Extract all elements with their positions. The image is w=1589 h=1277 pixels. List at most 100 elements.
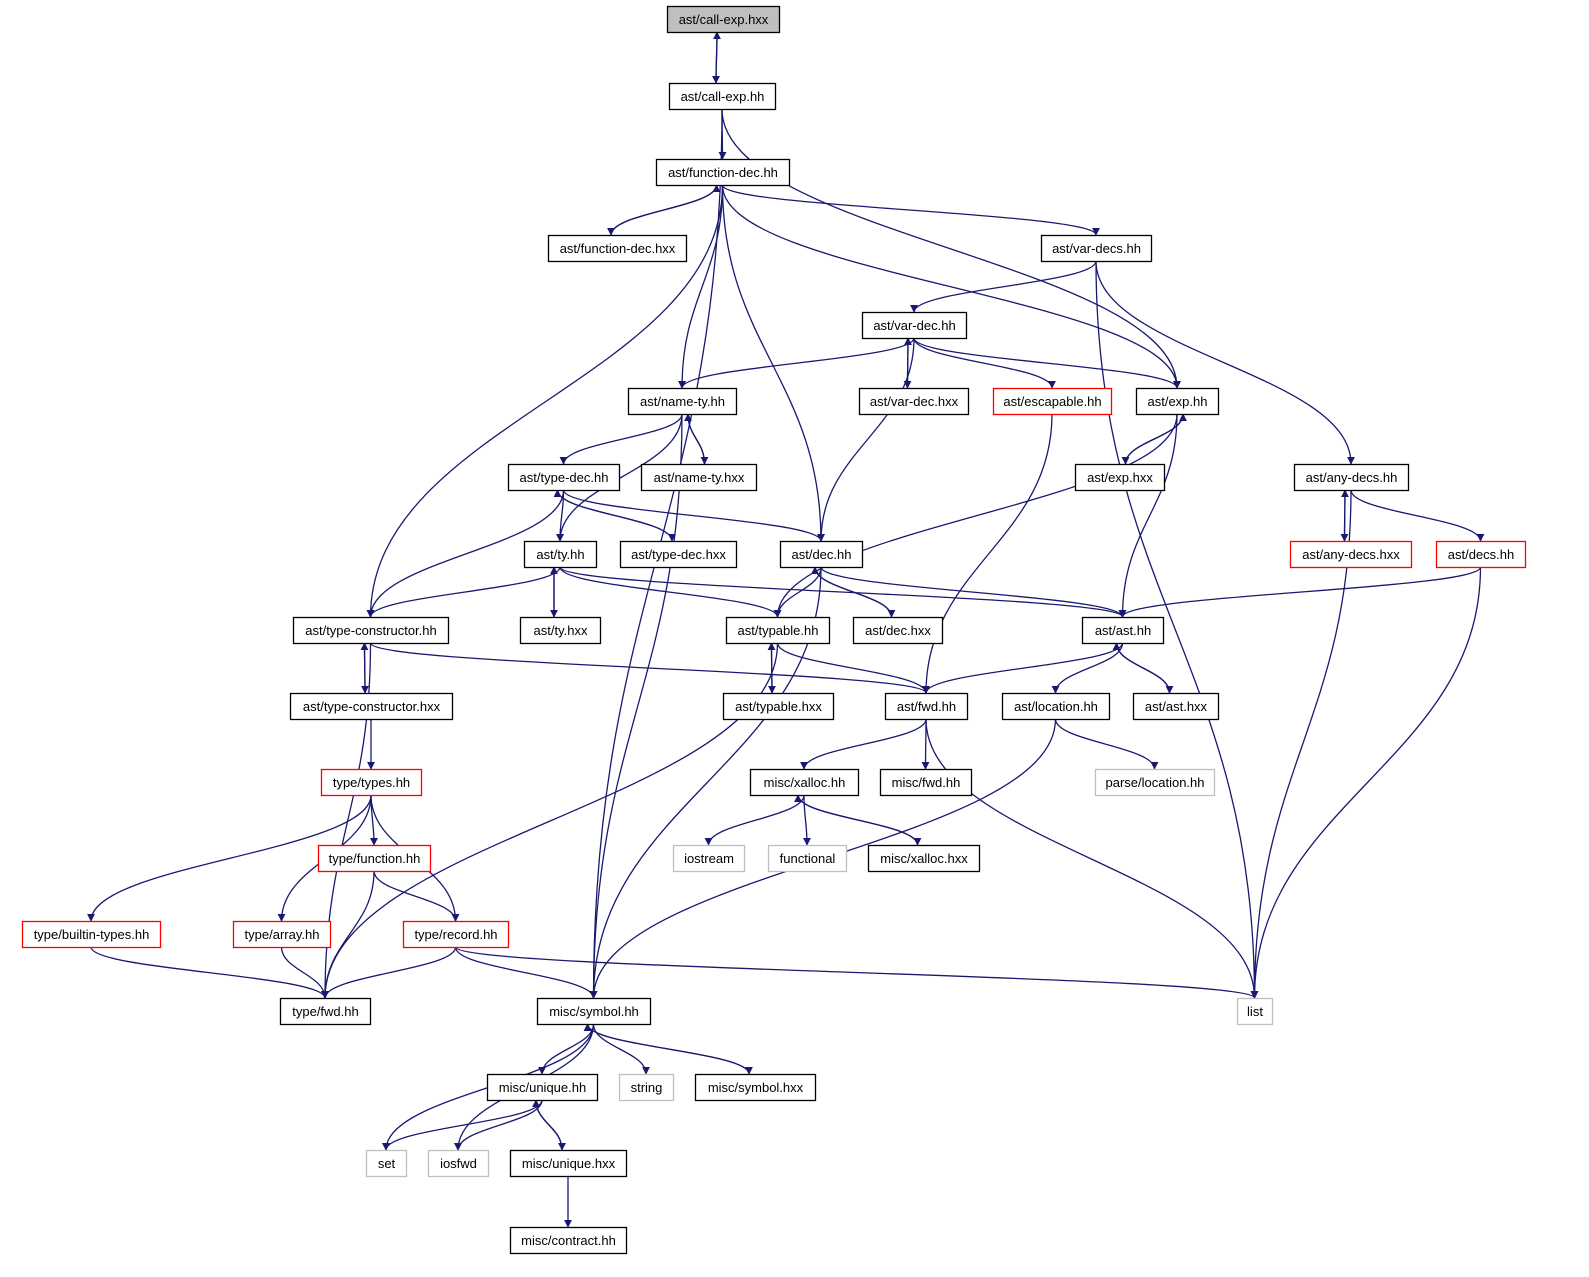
node-type-builtin-types-hh[interactable]: type/builtin-types.hh xyxy=(21,920,162,949)
node-ast-fwd-hh[interactable]: ast/fwd.hh xyxy=(884,692,969,721)
node-label: ast/call-exp.hxx xyxy=(679,12,769,27)
node-box xyxy=(289,692,454,721)
node-box xyxy=(640,463,758,492)
node-label: ast/ty.hxx xyxy=(534,623,588,638)
node-box xyxy=(666,5,781,34)
node-box xyxy=(627,387,738,416)
edge-n43-to-n46 xyxy=(382,1099,543,1151)
node-ast-decs-hh[interactable]: ast/decs.hh xyxy=(1435,540,1527,569)
node-label: misc/unique.hxx xyxy=(522,1156,616,1171)
node-ast-ast-hxx[interactable]: ast/ast.hxx xyxy=(1132,692,1220,721)
node-ast-dec-hxx[interactable]: ast/dec.hxx xyxy=(852,616,944,645)
node-ast-typable-hxx[interactable]: ast/typable.hxx xyxy=(722,692,835,721)
node-ast-name-ty-hh[interactable]: ast/name-ty.hh xyxy=(627,387,738,416)
node-type-fwd-hh[interactable]: type/fwd.hh xyxy=(279,997,372,1026)
edge-n30-to-n34 xyxy=(704,794,805,846)
node-label: ast/ast.hh xyxy=(1095,623,1151,638)
node-label: set xyxy=(378,1156,396,1171)
edge-n41-to-n43 xyxy=(538,1023,595,1075)
node-misc-xalloc-hh[interactable]: misc/xalloc.hh xyxy=(749,768,860,797)
node-label: ast/type-dec.hh xyxy=(520,470,609,485)
edge-n23-to-n27 xyxy=(1051,642,1124,694)
node-ast-type-constructor-hxx[interactable]: ast/type-constructor.hxx xyxy=(289,692,454,721)
node-ast-call-exp-hxx[interactable]: ast/call-exp.hxx xyxy=(666,5,781,34)
node-box xyxy=(668,82,777,111)
node-box xyxy=(523,540,598,569)
edge-n2-to-n6 xyxy=(678,184,724,389)
node-type-record-hh[interactable]: type/record.hh xyxy=(402,920,510,949)
node-box xyxy=(884,692,969,721)
node-box xyxy=(232,920,332,949)
node-ast-function-dec-hh[interactable]: ast/function-dec.hh xyxy=(655,158,791,187)
edge-n10-to-n19 xyxy=(366,489,565,618)
node-misc-unique-hxx[interactable]: misc/unique.hxx xyxy=(509,1149,628,1178)
node-box xyxy=(547,234,688,263)
node-ast-type-constructor-hh[interactable]: ast/type-constructor.hh xyxy=(292,616,450,645)
node-type-array-hh[interactable]: type/array.hh xyxy=(232,920,332,949)
node-box xyxy=(519,616,602,645)
node-ast-function-dec-hxx[interactable]: ast/function-dec.hxx xyxy=(547,234,688,263)
node-misc-contract-hh[interactable]: misc/contract.hh xyxy=(509,1226,628,1255)
edge-n28-to-n23 xyxy=(1112,642,1171,694)
node-box xyxy=(858,387,970,416)
node-box xyxy=(509,1226,628,1255)
node-ast-name-ty-hxx[interactable]: ast/name-ty.hxx xyxy=(640,463,758,492)
node-ast-dec-hh[interactable]: ast/dec.hh xyxy=(779,540,864,569)
edge-n3-to-n2 xyxy=(610,184,721,236)
node-ast-ty-hxx[interactable]: ast/ty.hxx xyxy=(519,616,602,645)
node-ast-any-decs-hh[interactable]: ast/any-decs.hh xyxy=(1293,463,1410,492)
node-type-function-hh[interactable]: type/function.hh xyxy=(317,844,432,873)
node-parse-location-hh[interactable]: parse/location.hh xyxy=(1094,768,1216,797)
node-misc-unique-hh[interactable]: misc/unique.hh xyxy=(486,1073,599,1102)
node-ast-ty-hh[interactable]: ast/ty.hh xyxy=(523,540,598,569)
node-ast-location-hh[interactable]: ast/location.hh xyxy=(1001,692,1111,721)
edge-n19-to-n26 xyxy=(369,642,930,694)
node-label: misc/unique.hh xyxy=(499,1080,586,1095)
node-set[interactable]: set xyxy=(365,1149,408,1178)
node-ast-typable-hh[interactable]: ast/typable.hh xyxy=(725,616,831,645)
node-functional[interactable]: functional xyxy=(767,844,848,873)
edge-n4-to-n13 xyxy=(1095,260,1355,465)
node-label: type/array.hh xyxy=(245,927,320,942)
edges-layer xyxy=(87,31,1485,1228)
node-list[interactable]: list xyxy=(1236,997,1274,1026)
node-type-types-hh[interactable]: type/types.hh xyxy=(320,768,423,797)
node-label: ast/any-decs.hh xyxy=(1306,470,1398,485)
node-label: ast/exp.hh xyxy=(1148,394,1208,409)
node-box xyxy=(861,311,968,340)
node-label: type/record.hh xyxy=(414,927,497,942)
node-label: misc/symbol.hxx xyxy=(708,1080,804,1095)
node-ast-exp-hh[interactable]: ast/exp.hh xyxy=(1135,387,1220,416)
node-ast-ast-hh[interactable]: ast/ast.hh xyxy=(1081,616,1165,645)
node-label: ast/function-dec.hh xyxy=(668,165,778,180)
node-string[interactable]: string xyxy=(618,1073,675,1102)
node-label: string xyxy=(631,1080,663,1095)
node-ast-call-exp-hh[interactable]: ast/call-exp.hh xyxy=(668,82,777,111)
node-ast-var-dec-hh[interactable]: ast/var-dec.hh xyxy=(861,311,968,340)
node-ast-type-dec-hh[interactable]: ast/type-dec.hh xyxy=(507,463,621,492)
node-misc-symbol-hh[interactable]: misc/symbol.hh xyxy=(536,997,652,1026)
node-iostream[interactable]: iostream xyxy=(672,844,746,873)
node-ast-var-dec-hxx[interactable]: ast/var-dec.hxx xyxy=(858,387,970,416)
node-box xyxy=(486,1073,599,1102)
node-label: type/builtin-types.hh xyxy=(34,927,150,942)
node-box xyxy=(779,540,864,569)
node-ast-any-decs-hxx[interactable]: ast/any-decs.hxx xyxy=(1289,540,1413,569)
node-ast-exp-hxx[interactable]: ast/exp.hxx xyxy=(1074,463,1166,492)
edge-n13-to-n18 xyxy=(1350,489,1485,542)
node-label: type/function.hh xyxy=(329,851,421,866)
node-ast-type-dec-hxx[interactable]: ast/type-dec.hxx xyxy=(619,540,738,569)
node-misc-xalloc-hxx[interactable]: misc/xalloc.hxx xyxy=(867,844,981,873)
node-box xyxy=(618,1073,675,1102)
node-ast-var-decs-hh[interactable]: ast/var-decs.hh xyxy=(1040,234,1153,263)
node-label: misc/xalloc.hxx xyxy=(880,851,968,866)
edge-n18-to-n23 xyxy=(1118,566,1482,618)
node-misc-fwd-hh[interactable]: misc/fwd.hh xyxy=(879,768,973,797)
node-label: misc/xalloc.hh xyxy=(764,775,846,790)
node-misc-symbol-hxx[interactable]: misc/symbol.hxx xyxy=(694,1073,817,1102)
node-ast-escapable-hh[interactable]: ast/escapable.hh xyxy=(992,387,1113,416)
edge-n6-to-n14 xyxy=(556,413,683,542)
node-box xyxy=(292,616,450,645)
node-box xyxy=(1135,387,1220,416)
node-iosfwd[interactable]: iosfwd xyxy=(427,1149,490,1178)
